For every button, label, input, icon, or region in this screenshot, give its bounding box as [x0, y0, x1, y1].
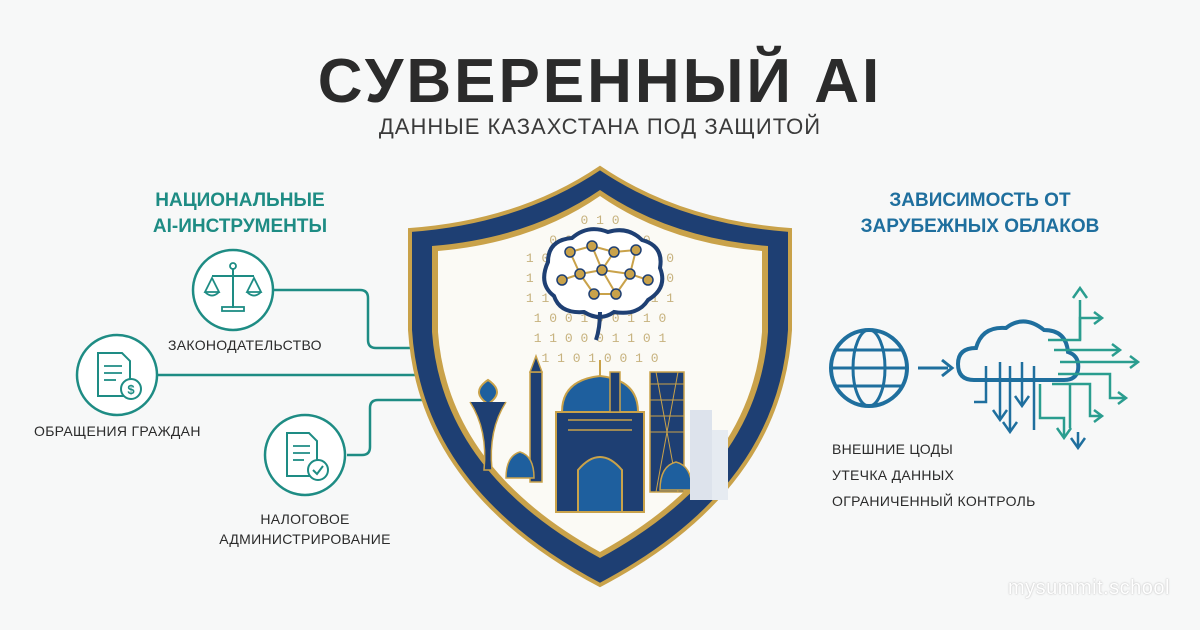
arrow-right-icon	[918, 358, 955, 378]
foreign-cloud-heading: ЗАВИСИМОСТЬ ОТ ЗАРУБЕЖНЫХ ОБЛАКОВ	[820, 188, 1140, 240]
connector-lines	[156, 288, 428, 457]
risk-item: УТЕЧКА ДАННЫХ	[832, 467, 955, 483]
document-check-icon	[263, 413, 347, 497]
svg-text:$: $	[127, 382, 135, 397]
tool-label-tax-administration: НАЛОГОВОЕ АДМИНИСТРИРОВАНИЕ	[200, 509, 410, 549]
page-title: СУВЕРЕННЫЙ AI	[317, 47, 883, 116]
page-subtitle: ДАННЫЕ КАЗАХСТАНА ПОД ЗАЩИТОЙ	[378, 114, 822, 139]
tool-label-legislation: ЗАКОНОДАТЕЛЬСТВО	[168, 337, 322, 353]
globe-icon	[829, 328, 909, 408]
scales-icon	[191, 248, 275, 332]
tool-label-citizen-appeals: ОБРАЩЕНИЯ ГРАЖДАН	[34, 423, 201, 439]
astana-skyline	[469, 353, 728, 513]
watermark-logo: mysummit.school	[1008, 577, 1170, 599]
risk-item: ВНЕШНИЕ ЦОДЫ	[832, 441, 954, 457]
national-tools-heading: НАЦИОНАЛЬНЫЕ AI-ИНСТРУМЕНТЫ	[90, 188, 390, 240]
national-tools-heading-line1: НАЦИОНАЛЬНЫЕ	[155, 190, 325, 211]
brain-network-icon	[542, 227, 665, 341]
svg-text:1 1 0 1 0 0 1 0: 1 1 0 1 0 0 1 0	[541, 351, 658, 366]
tax-label-line2: АДМИНИСТРИРОВАНИЕ	[219, 531, 391, 547]
foreign-cloud-heading-line1: ЗАВИСИМОСТЬ ОТ	[889, 190, 1071, 211]
document-dollar-icon: $	[75, 333, 159, 417]
svg-text:0 1 0: 0 1 0	[580, 213, 619, 228]
tax-label-line1: НАЛОГОВОЕ	[260, 511, 350, 527]
cloud-data-flow-icon	[955, 285, 1141, 451]
foreign-cloud-heading-line2: ЗАРУБЕЖНЫХ ОБЛАКОВ	[860, 216, 1100, 237]
svg-text:1 1 0 0 0 1 1 0 1: 1 1 0 0 0 1 1 0 1	[534, 331, 667, 346]
risk-item: ОГРАНИЧЕННЫЙ КОНТРОЛЬ	[832, 493, 1036, 509]
national-tools-heading-line2: AI-ИНСТРУМЕНТЫ	[152, 216, 328, 237]
